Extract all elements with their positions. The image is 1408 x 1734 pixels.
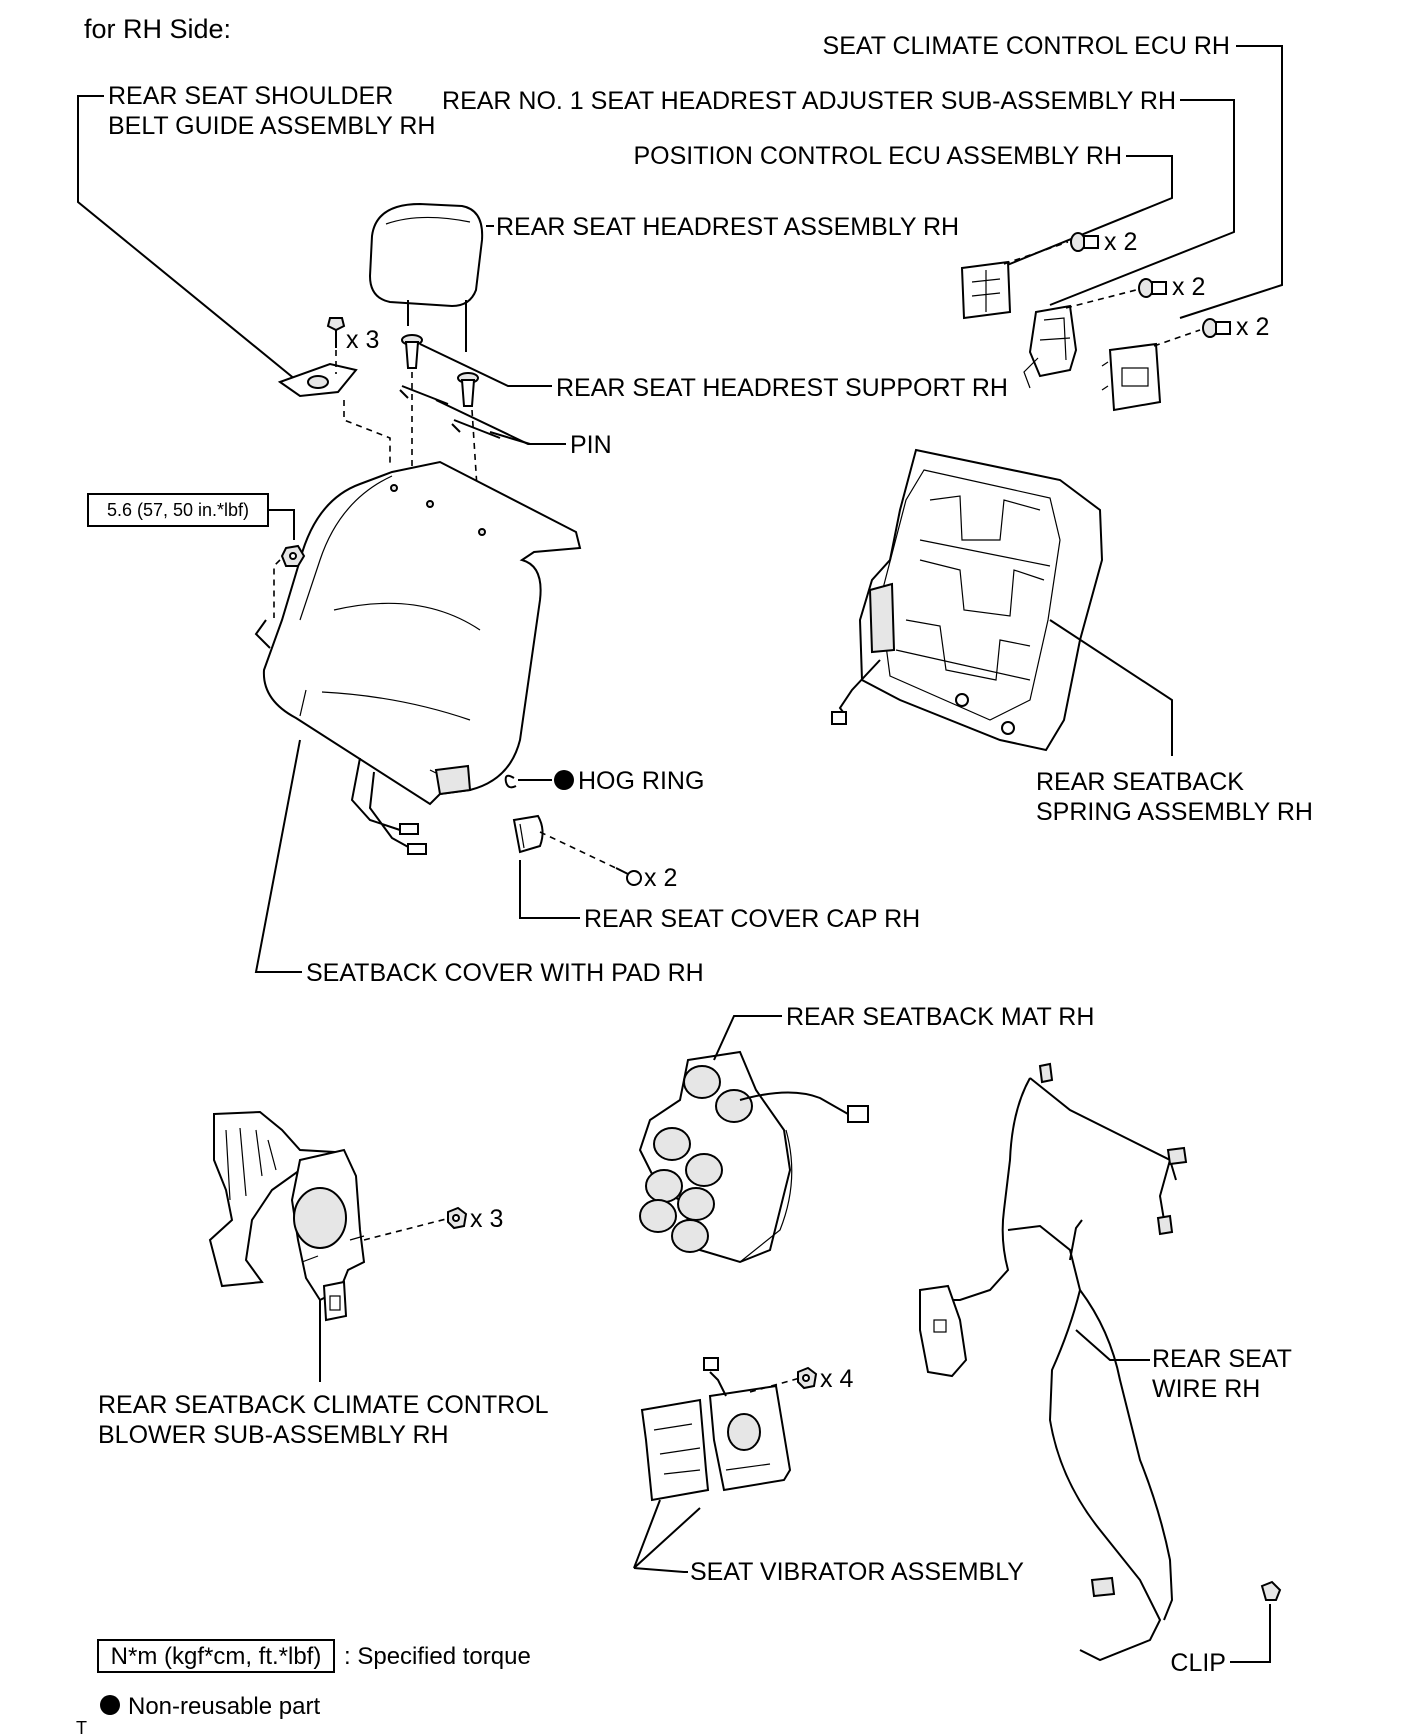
belt-guide-part [277, 362, 358, 398]
label-belt-guide-line2: BELT GUIDE ASSEMBLY RH [108, 112, 435, 140]
label-wire-line2: WIRE RH [1152, 1375, 1260, 1403]
label-headrest-adjuster: REAR NO. 1 SEAT HEADREST ADJUSTER SUB-AS… [442, 87, 1176, 115]
label-headrest-support: REAR SEAT HEADREST SUPPORT RH [556, 374, 1008, 402]
seatback-mat-part [638, 1050, 869, 1264]
screw-icon [1138, 278, 1167, 298]
leader-vibrator-b [633, 1567, 688, 1573]
nonreusable-dot-icon [554, 770, 574, 790]
corner-mark: T [76, 1718, 87, 1734]
label-blower-line1: REAR SEATBACK CLIMATE CONTROL [98, 1391, 549, 1419]
nut-icon [447, 1206, 468, 1230]
label-seat-climate-ecu: SEAT CLIMATE CONTROL ECU RH [823, 32, 1230, 60]
cover-cap-part [512, 814, 544, 854]
headrest-support-part [401, 334, 479, 407]
label-seatback-mat: REAR SEATBACK MAT RH [786, 1003, 1094, 1031]
qty-position-ecu-screws: x 2 [1104, 228, 1137, 256]
screw-icon [615, 867, 642, 886]
leader-torque-spec [268, 509, 295, 540]
screw-icon [1202, 318, 1231, 338]
seat-climate-ecu-part: x 2 [1101, 313, 1269, 412]
leader-headrest-adjuster [1049, 99, 1235, 306]
nut-icon [797, 1366, 818, 1390]
torque-spec-box [87, 493, 269, 527]
seat-wire-part [919, 1062, 1188, 1662]
leader-seat-climate-ecu [1179, 45, 1283, 319]
headrest-adjuster-part: x 2 [1023, 273, 1205, 389]
label-cover-cap: REAR SEAT COVER CAP RH [584, 905, 920, 933]
label-clip: CLIP [1170, 1649, 1226, 1677]
label-vibrator: SEAT VIBRATOR ASSEMBLY [690, 1558, 1024, 1586]
leader-headrest-support [419, 343, 552, 387]
leader-seatback-mat [713, 1015, 782, 1061]
label-belt-guide-line1: REAR SEAT SHOULDER [108, 82, 393, 110]
qty-climate-ecu-screws: x 2 [1236, 313, 1269, 341]
qty-vibrator-nuts: x 4 [820, 1365, 853, 1393]
pin-part [399, 385, 501, 439]
label-pin: PIN [570, 431, 612, 459]
leader-cover-cap [519, 860, 580, 919]
label-blower-line2: BLOWER SUB-ASSEMBLY RH [98, 1421, 449, 1449]
label-seatback-cover: SEATBACK COVER WITH PAD RH [306, 959, 704, 987]
qty-adjuster-screws: x 2 [1172, 273, 1205, 301]
torque-spec-value: 5.6 (57, 50 in.*lbf) [107, 500, 249, 520]
label-headrest: REAR SEAT HEADREST ASSEMBLY RH [496, 213, 959, 241]
legend-torque-unit: N*m (kgf*cm, ft.*lbf) [111, 1643, 322, 1670]
leader-position-ecu [989, 155, 1173, 273]
legend-torque-box [97, 1639, 335, 1673]
headrest-part [368, 202, 484, 352]
label-spring-line1: REAR SEATBACK [1036, 768, 1244, 796]
blower-part [208, 1110, 366, 1322]
seatback-cover-part [254, 460, 582, 855]
bolt-icon [326, 317, 346, 348]
nonreusable-dot-icon [100, 1695, 120, 1715]
label-spring-line2: SPRING ASSEMBLY RH [1036, 798, 1313, 826]
clip-part [1260, 1580, 1282, 1601]
leader-pin [435, 399, 566, 445]
qty-blower-nuts: x 3 [470, 1205, 503, 1233]
leader-clip [1230, 1604, 1271, 1663]
leader-seat-wire [1075, 1329, 1150, 1361]
position-control-ecu: x 2 [960, 228, 1137, 320]
qty-belt-guide-bolts: x 3 [346, 326, 379, 354]
leader-seatback-spring [1049, 619, 1173, 756]
label-wire-line1: REAR SEAT [1152, 1345, 1292, 1373]
seat-vibrator-part [640, 1357, 792, 1502]
legend-torque-desc: : Specified torque [344, 1643, 531, 1670]
leader-belt-guide [77, 95, 297, 381]
seatback-spring-part [831, 448, 1104, 752]
hog-ring-part [504, 774, 552, 789]
qty-cover-cap-screws: x 2 [644, 864, 677, 892]
leader-seatback-cover [254, 739, 302, 973]
label-position-ecu: POSITION CONTROL ECU ASSEMBLY RH [633, 142, 1122, 170]
label-hog-ring: HOG RING [578, 767, 704, 795]
screw-icon [1070, 232, 1099, 252]
legend-nonreusable: Non-reusable part [128, 1693, 320, 1720]
diagram-heading: for RH Side: [84, 14, 231, 44]
nut-icon [280, 544, 306, 567]
